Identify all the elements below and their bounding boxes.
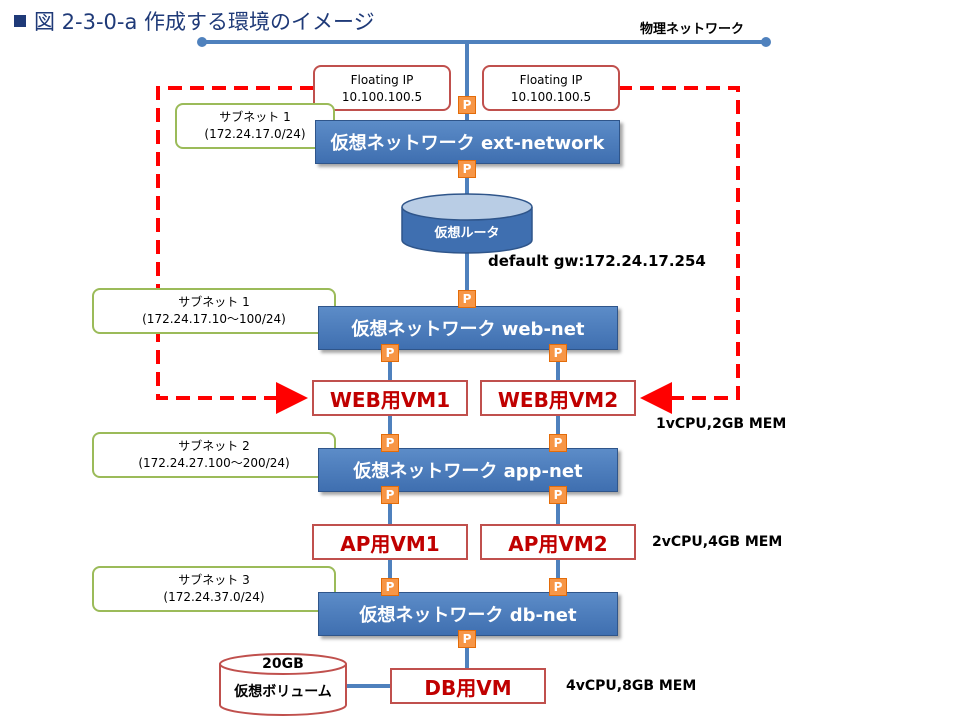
subnet-name: サブネット 1	[219, 110, 291, 124]
subnet-db: サブネット 3 (172.24.37.0/24)	[92, 566, 336, 612]
port-icon: P	[549, 578, 567, 596]
port-icon: P	[458, 160, 476, 178]
vm-ap1: AP用VM1	[312, 524, 468, 560]
floating-ip-box-left: Floating IP 10.100.100.5	[313, 65, 451, 111]
subnet-cidr: (172.24.37.0/24)	[163, 590, 265, 604]
port-icon: P	[381, 434, 399, 452]
subnet-cidr: (172.24.17.0/24)	[204, 127, 306, 141]
vm-ap2: AP用VM2	[480, 524, 636, 560]
floating-ip-path-left	[156, 86, 314, 414]
floating-ip-label: Floating IP	[519, 73, 583, 87]
port-icon: P	[458, 96, 476, 114]
port-icon: P	[381, 344, 399, 362]
router-cylinder	[401, 193, 533, 254]
vm-db: DB用VM	[390, 668, 546, 704]
router-gateway: default gw:172.24.17.254	[488, 252, 706, 270]
volume-label: 仮想ボリューム	[234, 684, 332, 700]
vm-web2: WEB用VM2	[480, 380, 636, 416]
spec-db: 4vCPU,8GB MEM	[566, 678, 697, 694]
vm-web1: WEB用VM1	[312, 380, 468, 416]
subnet-name: サブネット 3	[178, 573, 250, 587]
physical-network-label: 物理ネットワーク	[640, 22, 745, 37]
port-icon: P	[458, 290, 476, 308]
subnet-ext: サブネット 1 (172.24.17.0/24)	[175, 103, 335, 149]
spec-web: 1vCPU,2GB MEM	[656, 416, 787, 432]
physical-endpoint-left	[197, 37, 207, 47]
port-icon: P	[549, 486, 567, 504]
port-icon: P	[458, 630, 476, 648]
floating-ip-address: 10.100.100.5	[341, 90, 423, 104]
volume-size: 20GB	[262, 656, 304, 672]
floating-ip-address: 10.100.100.5	[510, 90, 592, 104]
subnet-cidr: (172.24.17.10～100/24)	[142, 312, 286, 326]
network-ext: 仮想ネットワーク ext-network	[315, 120, 620, 164]
page-title: 図 2-3-0-a 作成する環境のイメージ	[14, 6, 375, 36]
port-icon: P	[549, 344, 567, 362]
subnet-cidr: (172.24.27.100～200/24)	[138, 456, 290, 470]
floating-ip-box-right: Floating IP 10.100.100.5	[482, 65, 620, 111]
port-icon: P	[381, 486, 399, 504]
volume-cylinder	[219, 653, 347, 716]
network-web: 仮想ネットワーク web-net	[318, 306, 618, 350]
port-icon: P	[381, 578, 399, 596]
physical-endpoint-right	[761, 37, 771, 47]
subnet-web: サブネット 1 (172.24.17.10～100/24)	[92, 288, 336, 334]
title-text: 図 2-3-0-a 作成する環境のイメージ	[34, 10, 375, 34]
network-app: 仮想ネットワーク app-net	[318, 448, 618, 492]
floating-ip-label: Floating IP	[350, 73, 414, 87]
router-label: 仮想ルータ	[434, 226, 500, 241]
floating-ip-path-right	[618, 86, 740, 414]
subnet-app: サブネット 2 (172.24.27.100～200/24)	[92, 432, 336, 478]
subnet-name: サブネット 1	[178, 295, 250, 309]
spec-ap: 2vCPU,4GB MEM	[652, 534, 783, 550]
subnet-name: サブネット 2	[178, 439, 250, 453]
port-icon: P	[549, 434, 567, 452]
